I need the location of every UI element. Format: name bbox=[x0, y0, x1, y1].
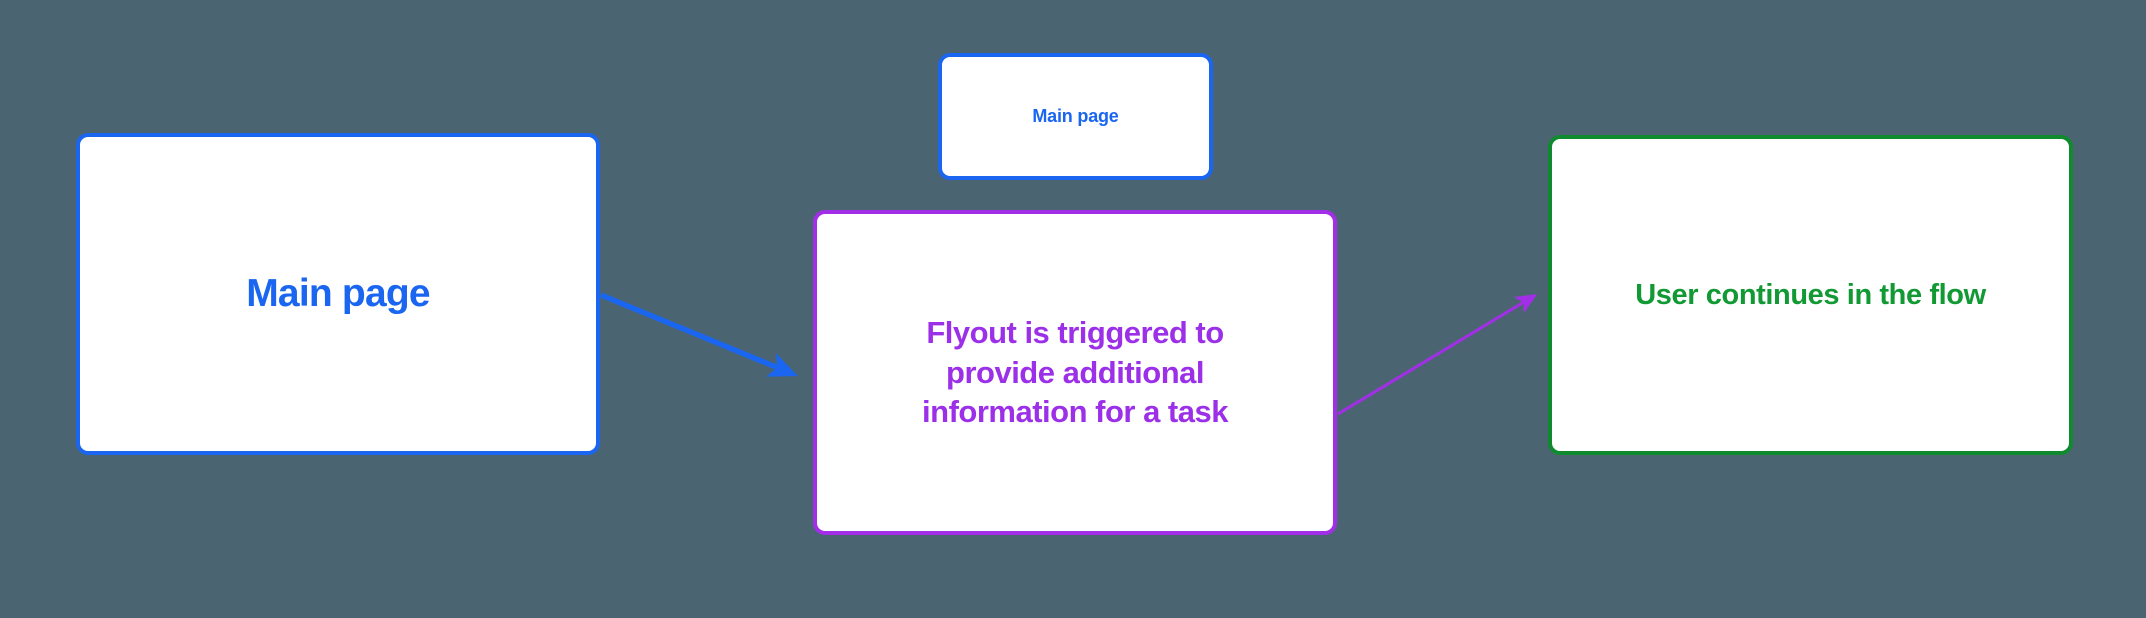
node-label: Flyout is triggered to provide additiona… bbox=[922, 314, 1228, 430]
node-main-page-top[interactable]: Main page bbox=[938, 53, 1213, 180]
connector-main-page-to-flyout bbox=[599, 292, 798, 377]
node-label: User continues in the flow bbox=[1635, 278, 1986, 311]
node-main-page-left[interactable]: Main page bbox=[76, 133, 600, 455]
node-label: Main page bbox=[1032, 105, 1119, 126]
node-flyout[interactable]: Flyout is triggered to provide additiona… bbox=[813, 210, 1337, 535]
node-label: Main page bbox=[246, 271, 430, 315]
node-user-continues[interactable]: User continues in the flow bbox=[1548, 135, 2073, 455]
connector-flyout-to-user-continues bbox=[1337, 293, 1538, 416]
